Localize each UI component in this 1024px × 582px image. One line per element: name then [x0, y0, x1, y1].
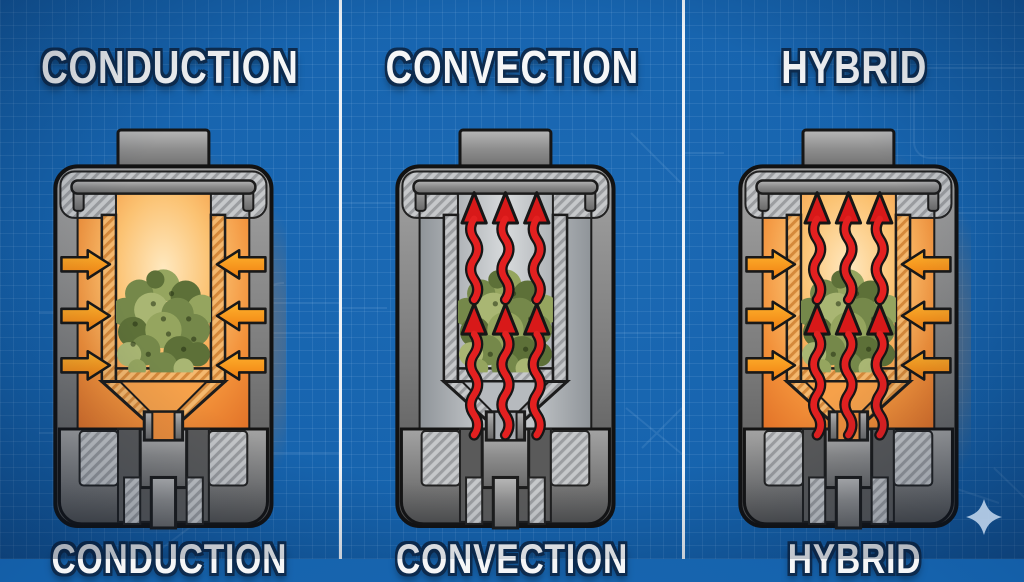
heat-inward-arrow-icon	[744, 300, 796, 331]
hot-air-wavy-arrow-icon	[803, 190, 831, 305]
hot-air-wavy-arrow-icon	[803, 301, 831, 441]
heat-inward-arrow-icon	[60, 300, 112, 331]
panel-title: CONDUCTION	[40, 40, 299, 93]
hot-air-wavy-arrow-icon	[460, 301, 489, 441]
bottom-inlet	[465, 475, 547, 530]
bottom-inlet	[807, 475, 889, 530]
hot-air-wavy-arrow-icon	[834, 301, 862, 441]
hot-air-wavy-arrow-icon	[460, 190, 489, 305]
heat-inward-arrow-icon	[215, 349, 267, 381]
bottom-inlet	[123, 475, 204, 530]
air-path-slot	[151, 410, 176, 441]
hot-air-wavy-arrow-icon	[492, 301, 520, 441]
vaporizer-diagram-convection	[395, 126, 628, 532]
heat-inward-arrow-icon	[215, 300, 267, 331]
hot-air-wavy-arrow-icon	[834, 190, 862, 305]
heat-inward-arrow-icon	[900, 349, 952, 381]
conduction-heat-arrows	[60, 248, 267, 381]
heat-inward-arrow-icon	[60, 248, 112, 280]
hot-air-wavy-arrow-icon	[865, 190, 894, 305]
panel-hybrid: HYBRID	[681, 0, 1024, 579]
hot-air-wavy-arrow-icon	[523, 190, 551, 305]
heat-inward-arrow-icon	[60, 349, 112, 381]
vaporizer-device	[53, 128, 287, 532]
vaporizer-diagram-conduction	[53, 126, 287, 532]
funnel	[98, 379, 230, 442]
vaporizer-diagram-hybrid	[737, 126, 971, 532]
herb-material	[116, 269, 212, 373]
heat-inward-arrow-icon	[900, 248, 952, 280]
panel-title: CONVECTION	[385, 40, 639, 93]
panel-conduction: CONDUCTION	[0, 0, 341, 579]
conduction-heat-arrows	[744, 248, 952, 381]
chamber-lid	[412, 178, 600, 212]
panel-convection: CONVECTION	[339, 0, 683, 579]
heat-inward-arrow-icon	[215, 248, 267, 280]
heat-inward-arrow-icon	[744, 349, 796, 381]
heat-inward-arrow-icon	[744, 248, 796, 280]
convection-airflow-arrows	[803, 190, 894, 441]
sparkle-icon	[966, 499, 1002, 535]
panel-title: HYBRID	[781, 40, 928, 93]
vaporizer-device	[737, 128, 971, 532]
hot-air-wavy-arrow-icon	[492, 190, 520, 305]
chamber-lid	[755, 178, 942, 212]
hot-air-wavy-arrow-icon	[865, 301, 894, 441]
chamber-lid	[70, 178, 257, 212]
heat-inward-arrow-icon	[900, 300, 952, 331]
vaporizer-device	[395, 128, 617, 530]
convection-airflow-arrows	[460, 190, 551, 441]
sparkle-shape	[966, 499, 1002, 535]
hot-air-wavy-arrow-icon	[523, 301, 551, 441]
